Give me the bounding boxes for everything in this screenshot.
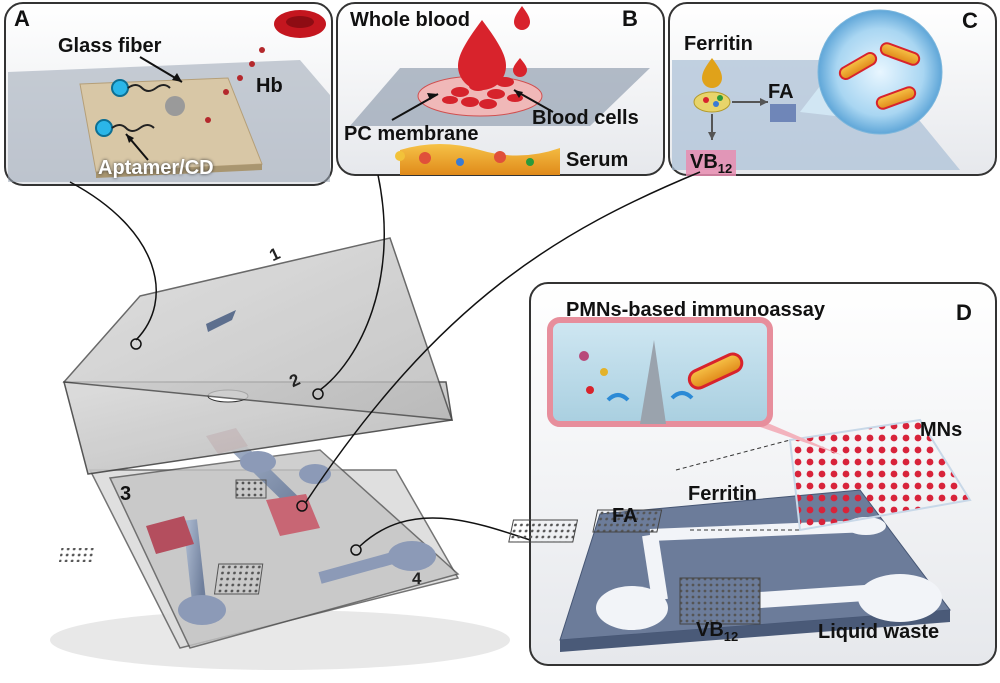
serum-label: Serum xyxy=(566,149,629,171)
callout-lines xyxy=(69,171,701,547)
panel-d-drawing xyxy=(508,282,997,666)
aptamer-cd-probe xyxy=(95,119,113,137)
fa-mn-array xyxy=(508,519,579,543)
blood-cells-label: Blood cells xyxy=(532,107,639,129)
glass-fiber-label: Glass fiber xyxy=(58,35,162,57)
panel-c-letter: C xyxy=(962,8,978,33)
panel-b-drawing xyxy=(336,2,665,176)
fa-label-c: FA xyxy=(768,81,794,103)
vb12-label-d: VB12 xyxy=(696,619,739,644)
blood-drop xyxy=(458,20,506,90)
layer-3-label: 3 xyxy=(120,483,132,505)
vb12-mn-array xyxy=(679,577,761,625)
fa-label-d: FA xyxy=(612,505,638,527)
ferritin-label-c: Ferritin xyxy=(684,33,753,55)
vb12-label-c: VB12 xyxy=(690,151,733,176)
immunoassay-title: PMNs-based immunoassay xyxy=(566,299,825,321)
serum-layer xyxy=(400,144,560,175)
aptamer-cd-probe xyxy=(111,79,129,97)
panel-a-letter: A xyxy=(14,6,30,31)
aptamer-cd-label: Aptamer/CD xyxy=(98,157,214,179)
ferritin-drop xyxy=(702,58,722,88)
panel-c-drawing xyxy=(668,2,997,176)
fa-pad xyxy=(770,104,796,122)
layer-1-sheet xyxy=(62,237,454,421)
panel-a-drawing xyxy=(4,2,333,186)
ferritin-label-d: Ferritin xyxy=(688,483,757,505)
pc-membrane-label: PC membrane xyxy=(344,123,479,145)
liquid-waste-label: Liquid waste xyxy=(818,621,940,643)
panel-d-letter: D xyxy=(956,300,972,325)
pad-red xyxy=(146,516,194,554)
vb12-pad xyxy=(686,150,736,176)
hb-label: Hb xyxy=(256,75,283,97)
mn-patch xyxy=(788,418,972,532)
ferritin-mn-array xyxy=(592,509,663,533)
panel-b-letter: B xyxy=(622,6,638,31)
layer-4-label: 4 xyxy=(412,569,422,588)
liquid-waste-reservoir xyxy=(858,574,942,622)
zoom-bubble xyxy=(817,9,943,135)
exploded-chip xyxy=(50,237,510,670)
mns-label: MNs xyxy=(920,419,963,441)
whole-blood-label: Whole blood xyxy=(350,9,470,31)
